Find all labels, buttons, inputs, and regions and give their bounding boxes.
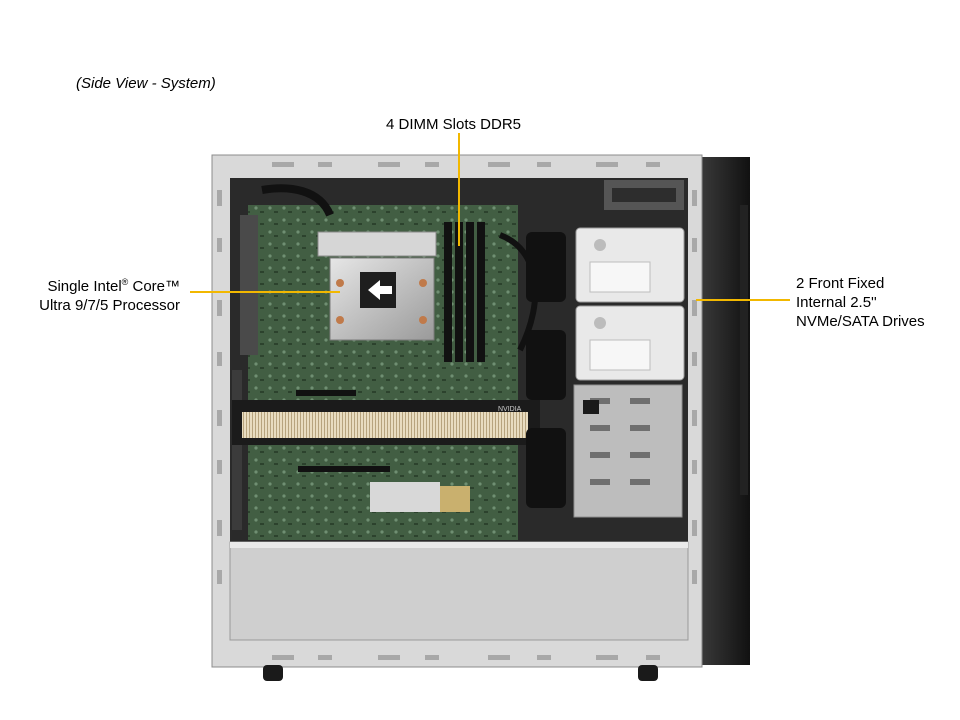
processor-label-prefix: Single Intel [47, 278, 122, 295]
processor-label-line2: Ultra 9/7/5 Processor [39, 297, 180, 314]
drive-cage [573, 384, 683, 518]
front-drive-2 [575, 305, 685, 381]
drives-label-line1: 2 Front Fixed [796, 275, 885, 292]
drives-label-line2: Internal 2.5'' [796, 294, 877, 311]
chassis-feet [263, 665, 658, 681]
cpu-heatsink [317, 231, 437, 341]
top-bay [604, 180, 684, 210]
drives-label: 2 Front Fixed Internal 2.5'' NVMe/SATA D… [796, 274, 925, 331]
dimm-slots-label: 4 DIMM Slots DDR5 [386, 116, 522, 133]
gpu-card: NVIDIA [232, 400, 540, 445]
view-caption: (Side View - System) [76, 75, 216, 92]
front-drive-1 [575, 227, 685, 303]
air-ducts [526, 232, 566, 508]
front-panel [700, 157, 750, 665]
dimm-slots [444, 222, 485, 362]
callout-lines [190, 133, 790, 301]
drives-label-line3: NVMe/SATA Drives [796, 313, 925, 330]
psu-bay [229, 541, 689, 641]
registered-mark: ® [121, 277, 129, 287]
processor-label: Single Intel® Core™ Ultra 9/7/5 Processo… [20, 273, 180, 315]
gpu-logo-text: NVIDIA [498, 406, 522, 413]
processor-label-suffix: Core™ [128, 278, 180, 295]
